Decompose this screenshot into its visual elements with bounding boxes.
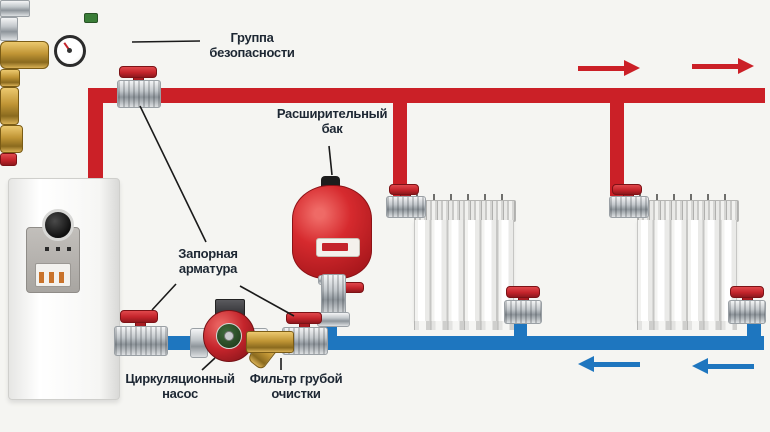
safety-group-manifold (0, 41, 49, 69)
radiator-2-outlet-valve (728, 286, 766, 324)
arrow-head-icon (578, 356, 594, 372)
valve-body (386, 196, 426, 218)
label-circulation-pump: Циркуляционный насос (125, 371, 235, 402)
supply-flow-arrow-2 (692, 58, 754, 74)
valve-body (504, 300, 542, 324)
breaker-switches (39, 272, 67, 283)
electric-boiler (8, 178, 120, 400)
thermostat-knob (42, 209, 74, 241)
pump-center-screw (224, 331, 234, 341)
tank-label-stripe (322, 243, 348, 251)
tank-label-plate (316, 238, 360, 257)
shutoff-valve-return-left (114, 310, 168, 356)
valve-body (728, 300, 766, 324)
valve-handle (730, 286, 764, 298)
valve-handle (119, 66, 157, 78)
supply-flow-arrow-1 (578, 60, 640, 76)
radiator-plugs (416, 194, 512, 200)
radiator-2-inlet-valve (609, 184, 649, 218)
boiler-return-fitting (0, 17, 18, 41)
arrow-head-icon (738, 58, 754, 74)
radiator-bottom (414, 321, 514, 330)
radiator-plugs (639, 194, 735, 200)
radiator-sections (414, 220, 514, 321)
valve-body (117, 80, 161, 108)
safety-group-stem (0, 69, 20, 87)
radiator-1-outlet-valve (504, 286, 542, 324)
gauge-hub (67, 48, 72, 53)
radiator-sections (637, 220, 737, 321)
boiler-top-fitting (0, 0, 30, 17)
indicator-lights (45, 247, 71, 251)
line-safety-group (131, 40, 201, 43)
label-shutoff-valves: Запорная арматура (178, 246, 238, 277)
coarse-filter (246, 324, 294, 374)
radiator-1-inlet-valve (386, 184, 426, 218)
valve-handle (612, 184, 642, 195)
air-vent (0, 87, 19, 125)
safety-valve (0, 125, 23, 153)
label-coarse-filter: Фильтр грубой очистки (249, 371, 343, 402)
shutoff-valve-supply (117, 66, 161, 108)
line-shutoff-top (139, 105, 207, 243)
circuit-breaker (35, 263, 71, 287)
valve-body (609, 196, 649, 218)
line-expansion-tank (328, 145, 333, 176)
arrow-head-icon (624, 60, 640, 76)
line-shutoff-left (151, 283, 177, 311)
supply-pipe-main (88, 88, 765, 103)
radiator-2 (637, 190, 739, 332)
tank-body (292, 185, 372, 279)
filter-body (246, 331, 294, 353)
valve-handle (506, 286, 540, 298)
supply-riser-boiler (88, 96, 103, 180)
pressure-gauge (54, 35, 86, 67)
safety-valve-cap (0, 153, 17, 166)
arrow-head-icon (692, 358, 708, 374)
valve-body (321, 274, 346, 316)
radiator-header (414, 200, 516, 222)
radiator-1 (414, 190, 516, 332)
label-safety-group: Группа безопасности (209, 30, 295, 61)
return-flow-arrow-1 (578, 356, 640, 372)
radiator-bottom (637, 321, 737, 330)
tank-shutoff-valve (316, 274, 364, 327)
valve-body (114, 326, 168, 356)
valve-handle (286, 312, 322, 324)
return-flow-arrow-2 (692, 358, 754, 374)
supply-drop-radiator-2 (610, 100, 624, 196)
valve-handle (120, 310, 158, 323)
supply-drop-radiator-1 (393, 100, 407, 196)
valve-handle (389, 184, 419, 195)
expansion-tank (292, 176, 372, 285)
radiator-header (637, 200, 739, 222)
air-vent-cap (84, 13, 98, 23)
label-expansion-tank: Расширительный бак (276, 106, 388, 137)
